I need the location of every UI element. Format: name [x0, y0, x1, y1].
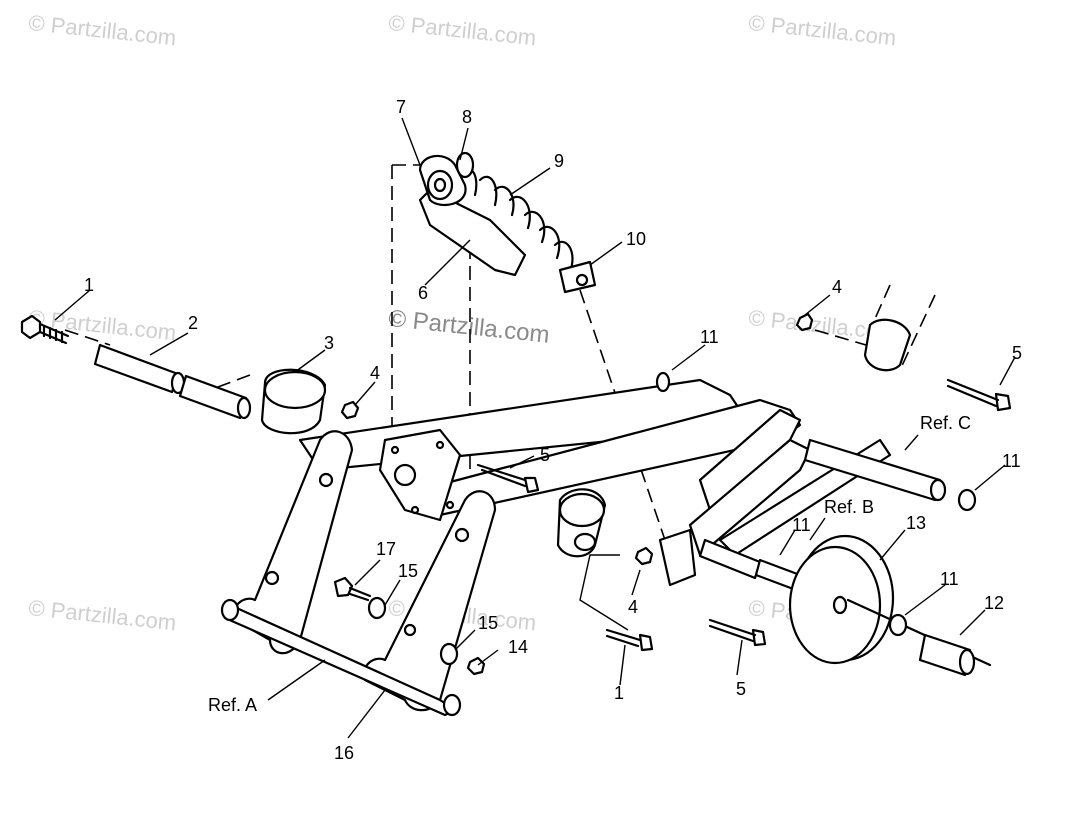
part-label-11: 11	[792, 515, 811, 535]
alignment-line	[209, 374, 251, 391]
part-label-17: 17	[376, 539, 397, 559]
part-label-11: 11	[1002, 451, 1021, 471]
ref-a-label: Ref. A	[208, 695, 258, 715]
part-label-4: 4	[370, 363, 381, 383]
part-label-15: 15	[398, 561, 419, 581]
bushing	[260, 368, 327, 435]
part-label-4: 4	[832, 277, 843, 297]
bolt	[946, 378, 1012, 412]
washer	[367, 596, 387, 620]
nut	[634, 546, 654, 566]
bolt	[605, 628, 654, 652]
shock-absorber	[418, 151, 597, 294]
part-label-9: 9	[554, 151, 565, 171]
part-label-1: 1	[84, 275, 95, 295]
washer	[888, 613, 908, 637]
part-label-10: 10	[626, 229, 647, 249]
nut	[340, 400, 360, 420]
alignment-line	[869, 284, 891, 331]
part-label-12: 12	[984, 593, 1005, 613]
part-label-15: 15	[478, 613, 499, 633]
washer	[655, 371, 671, 393]
washer	[439, 642, 459, 666]
bolt	[708, 618, 767, 647]
part-label-5: 5	[540, 445, 551, 465]
part-label-11: 11	[700, 327, 719, 347]
alignment-line	[899, 294, 936, 371]
part-label-11: 11	[940, 569, 959, 589]
nut	[795, 312, 814, 332]
part-label-5: 5	[736, 679, 747, 699]
part-label-6: 6	[418, 283, 429, 303]
part-label-16: 16	[334, 743, 355, 763]
idler-wheel	[788, 534, 992, 667]
part-label-14: 14	[508, 637, 529, 657]
nut	[466, 656, 486, 676]
ref-b-label: Ref. B	[824, 497, 875, 517]
main-frame	[220, 378, 802, 717]
ref-c-label: Ref. C	[920, 413, 972, 433]
alignment-line	[64, 329, 111, 346]
part-label-1: 1	[614, 683, 625, 703]
part-label-8: 8	[462, 107, 473, 127]
right-bracket	[658, 318, 947, 592]
bushing	[556, 488, 607, 558]
bolt	[333, 576, 372, 602]
part-label-13: 13	[906, 513, 927, 533]
spacer	[918, 633, 972, 677]
bolt	[476, 463, 540, 494]
part-label-2: 2	[188, 313, 199, 333]
pivot-shaft	[20, 314, 252, 420]
part-label-7: 7	[396, 97, 407, 117]
part-label-4: 4	[628, 597, 639, 617]
spacer-end	[958, 648, 976, 676]
part-label-5: 5	[1012, 343, 1023, 363]
part-label-3: 3	[324, 333, 335, 353]
washer	[957, 488, 977, 512]
